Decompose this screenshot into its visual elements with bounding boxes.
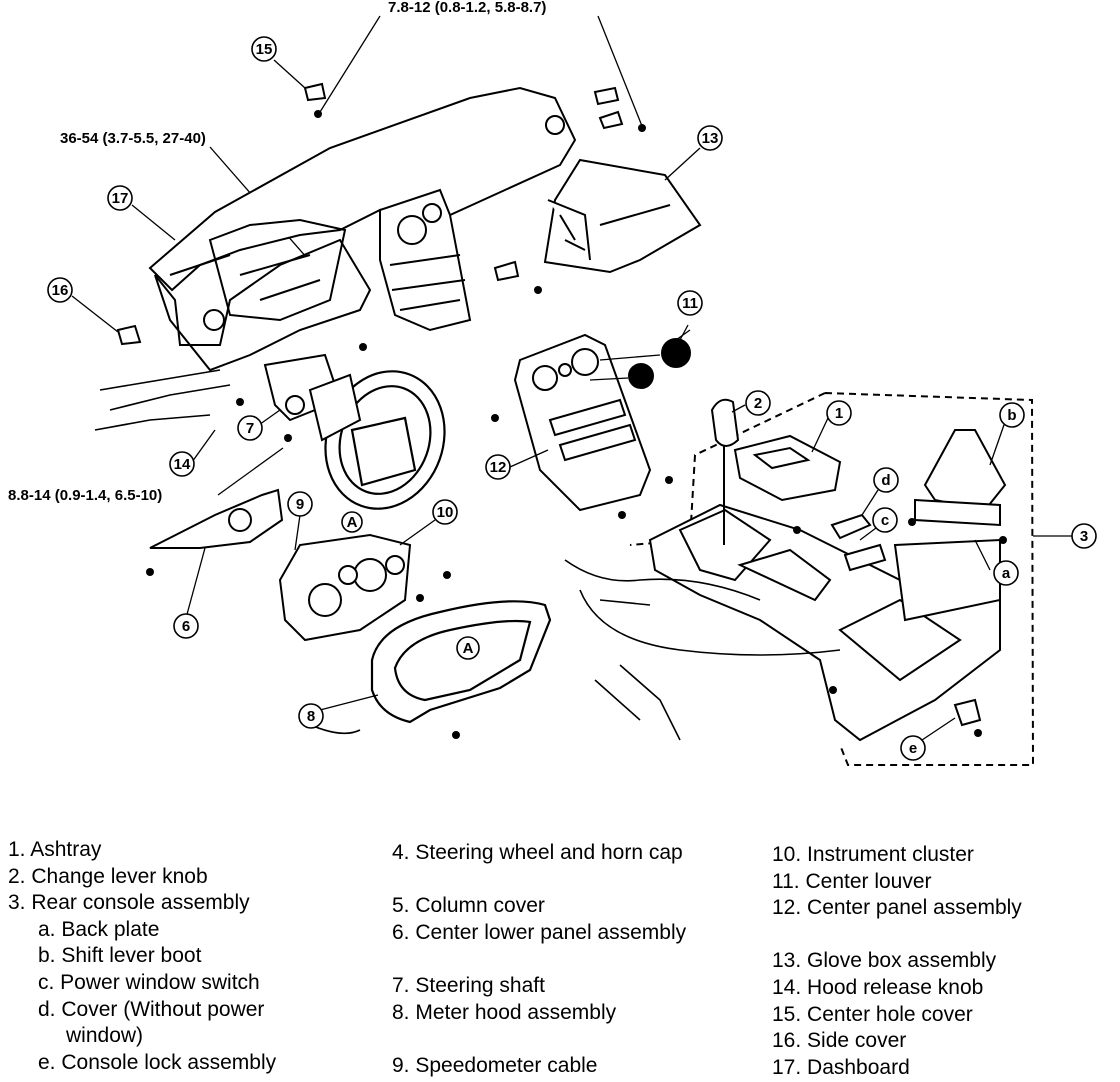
- legend-item-12: 12. Center panel assembly: [772, 896, 1022, 920]
- instrument-cluster-part: [278, 533, 412, 642]
- legend-item-10: 10. Instrument cluster: [772, 843, 974, 866]
- callout-c: c: [872, 507, 898, 533]
- legend-item-3d-cont: window): [66, 1024, 144, 1048]
- rear-console-part: [648, 503, 1001, 742]
- legend-item-7: 7. Steering shaft: [392, 973, 545, 997]
- callout-17: 17: [107, 185, 133, 211]
- callout-a-label: a: [1002, 565, 1011, 582]
- center-panel-part: [513, 333, 652, 512]
- callout-3-label: 3: [1080, 528, 1088, 545]
- torque-label-top: 7.8-12 (0.8-1.2, 5.8-8.7): [388, 0, 546, 16]
- callout-leaders: [71, 59, 1072, 741]
- dashboard-part: [148, 86, 577, 372]
- callout-16-label: 16: [52, 282, 69, 299]
- callout-16: 16: [47, 277, 73, 303]
- callout-c-label: c: [881, 512, 889, 529]
- legend-item-16: 16. Side cover: [772, 1029, 907, 1053]
- torque-label-left-low: 8.8-14 (0.9-1.4, 6.5-10): [8, 487, 162, 504]
- callout-11: 11: [677, 290, 703, 316]
- shift-boot-part: [914, 429, 1007, 527]
- legend-item-17: 17. Dashboard: [772, 1055, 910, 1079]
- callout-12: 12: [485, 454, 511, 480]
- meter-hood-part: [370, 600, 552, 724]
- callout-a: a: [993, 560, 1019, 586]
- screw-fasteners: [146, 110, 1007, 739]
- callout-b-label: b: [1007, 407, 1016, 424]
- legend-column-2: 4. Steering wheel and horn cap 5. Column…: [392, 840, 762, 1079]
- legend-item-2: 2. Change lever knob: [8, 864, 208, 888]
- callout-e-label: e: [909, 740, 917, 757]
- glove-box-part: [543, 158, 702, 274]
- callout-13: 13: [697, 125, 723, 151]
- rear-console-group: [629, 392, 1035, 766]
- callout-d: d: [873, 467, 899, 493]
- legend-item-3d: d. Cover (Without power: [38, 997, 265, 1021]
- callout-A-upper-label: A: [347, 514, 358, 531]
- torque-label-left-mid: 36-54 (3.7-5.5, 27-40): [60, 130, 206, 147]
- small-console-parts: [830, 513, 982, 727]
- callout-8-label: 8: [307, 708, 315, 725]
- legend-item-6: 6. Center lower panel assembly: [392, 920, 687, 944]
- callout-15: 15: [251, 36, 277, 62]
- legend-item-3e: e. Console lock assembly: [38, 1050, 277, 1074]
- callout-A-upper: A: [341, 511, 363, 533]
- legend-item-9: 9. Speedometer cable: [392, 1053, 598, 1077]
- callout-6: 6: [173, 613, 199, 639]
- callout-b: b: [999, 402, 1025, 428]
- callout-15-label: 15: [256, 41, 273, 58]
- legend-item-8: 8. Meter hood assembly: [392, 1000, 617, 1024]
- wiring-harness: [94, 369, 841, 741]
- shift-knob-part: [710, 398, 740, 545]
- legend-item-15: 15. Center hole cover: [772, 1002, 973, 1026]
- callout-1: 1: [826, 400, 852, 426]
- callout-14: 14: [169, 451, 195, 477]
- legend-item-3c: c. Power window switch: [38, 970, 260, 994]
- callout-3: 3: [1071, 523, 1097, 549]
- legend-item-3a: a. Back plate: [38, 917, 160, 941]
- callout-6-label: 6: [182, 618, 190, 635]
- legend-item-1: 1. Ashtray: [8, 838, 102, 861]
- callout-7: 7: [237, 415, 263, 441]
- legend-item-11: 11. Center louver: [772, 869, 932, 893]
- callout-A-lower: A: [456, 636, 480, 660]
- legend-item-3b: b. Shift lever boot: [38, 944, 202, 968]
- hole-covers: [116, 82, 624, 346]
- legend-column-3: 10. Instrument cluster 11. Center louver…: [772, 842, 1112, 1081]
- callout-10: 10: [432, 499, 458, 525]
- legend-item-13: 13. Glove box assembly: [772, 949, 997, 973]
- legend-item-14: 14. Hood release knob: [772, 975, 984, 999]
- exploded-view-diagram: 7.8-12 (0.8-1.2, 5.8-8.7) 36-54 (3.7-5.5…: [8, 0, 1097, 766]
- callout-e: e: [900, 735, 926, 761]
- legend-item-3: 3. Rear console assembly: [8, 891, 250, 915]
- callout-14-label: 14: [174, 456, 191, 473]
- callouts: 15 17 16 13 11 12 2 1: [47, 36, 1097, 761]
- callout-d-label: d: [881, 472, 890, 489]
- center-louver-part: [628, 338, 691, 389]
- callout-1-label: 1: [835, 405, 843, 422]
- callout-A-lower-label: A: [463, 640, 474, 657]
- ashtray-part: [733, 434, 842, 502]
- callout-2-label: 2: [754, 395, 762, 412]
- steering-wheel-part: [324, 370, 446, 510]
- callout-9: 9: [287, 491, 313, 517]
- center-lower-panel-part: [149, 488, 284, 549]
- callout-10-label: 10: [437, 504, 454, 521]
- legend-item-5: 5. Column cover: [392, 894, 545, 918]
- callout-7-label: 7: [246, 420, 254, 437]
- callout-12-label: 12: [490, 459, 507, 476]
- callout-17-label: 17: [112, 190, 129, 207]
- callout-13-label: 13: [702, 130, 719, 147]
- legend-column-1: 1. Ashtray 2. Change lever knob 3. Rear …: [8, 837, 378, 1076]
- callout-9-label: 9: [296, 496, 304, 513]
- steering-shaft-part: [263, 353, 362, 442]
- legend-item-4: 4. Steering wheel and horn cap: [392, 841, 683, 864]
- callout-8: 8: [298, 703, 324, 729]
- callout-2: 2: [745, 390, 771, 416]
- callout-11-label: 11: [682, 295, 698, 312]
